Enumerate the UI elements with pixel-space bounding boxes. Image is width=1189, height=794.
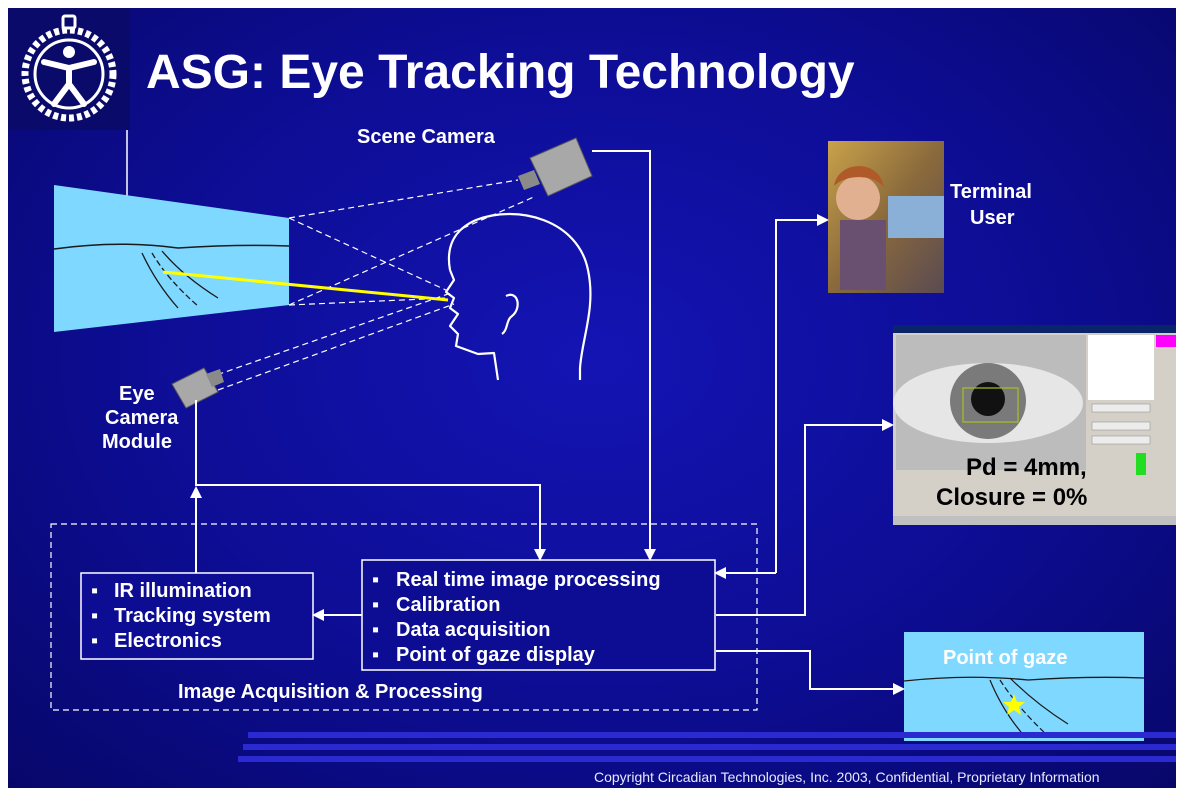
gaze-star-icon: [1003, 694, 1025, 715]
hardware-item: IR illumination: [114, 580, 252, 602]
terminal-user-photo: [828, 141, 944, 293]
processing-frame: [50, 523, 758, 711]
head-outline: [444, 212, 592, 381]
terminal-user-label-line2: User: [970, 207, 1015, 229]
point-of-gaze-label: Point of gaze: [943, 647, 1067, 669]
gaze-line: [162, 270, 449, 302]
scene-camera-label: Scene Camera: [357, 126, 496, 148]
stopwatch-person-logo: [8, 8, 130, 130]
scene-panel: [53, 185, 290, 332]
processing-box: [361, 559, 716, 671]
point-of-gaze-panel: [903, 632, 1145, 741]
svg-text:▪: ▪: [91, 605, 98, 627]
eye-closure-readout: Closure = 0%: [936, 484, 1087, 511]
copyright-notice: Copyright Circadian Technologies, Inc. 2…: [594, 769, 1100, 785]
svg-text:▪: ▪: [372, 569, 379, 591]
processing-list: ▪ Real time image processing ▪ Calibrati…: [372, 569, 661, 666]
pupil-diameter-readout: Pd = 4mm,: [966, 454, 1087, 481]
processing-item: Real time image processing: [396, 569, 661, 591]
processing-frame-label: Image Acquisition & Processing: [178, 681, 483, 703]
scene-camera-icon: [518, 137, 593, 197]
processing-item: Data acquisition: [396, 619, 550, 641]
decorative-stripes: [238, 732, 1176, 762]
svg-text:▪: ▪: [91, 630, 98, 652]
svg-text:▪: ▪: [372, 594, 379, 616]
connector-arrows: [190, 150, 905, 695]
hardware-list: ▪ IR illumination ▪ Tracking system ▪ El…: [91, 580, 271, 652]
page-title: ASG: Eye Tracking Technology: [146, 46, 855, 99]
svg-text:▪: ▪: [372, 644, 379, 666]
hardware-item: Electronics: [114, 630, 222, 652]
eye-camera-label-line3: Module: [102, 431, 172, 453]
hardware-box: [80, 572, 314, 660]
svg-text:▪: ▪: [91, 580, 98, 602]
eye-camera-screenshot: [893, 325, 1176, 525]
diagram: ASG: Eye Tracking Technology Scene Camer…: [8, 8, 1176, 785]
slide: ASG: Eye Tracking Technology Scene Camer…: [8, 8, 1176, 788]
eye-camera-icon: [171, 367, 224, 409]
processing-item: Calibration: [396, 594, 500, 616]
eye-camera-label-line1: Eye: [119, 383, 155, 405]
processing-item: Point of gaze display: [396, 644, 596, 666]
eye-camera-label-line2: Camera: [105, 407, 179, 429]
hardware-item: Tracking system: [114, 605, 271, 627]
terminal-user-label-line1: Terminal: [950, 181, 1032, 203]
svg-text:▪: ▪: [372, 619, 379, 641]
